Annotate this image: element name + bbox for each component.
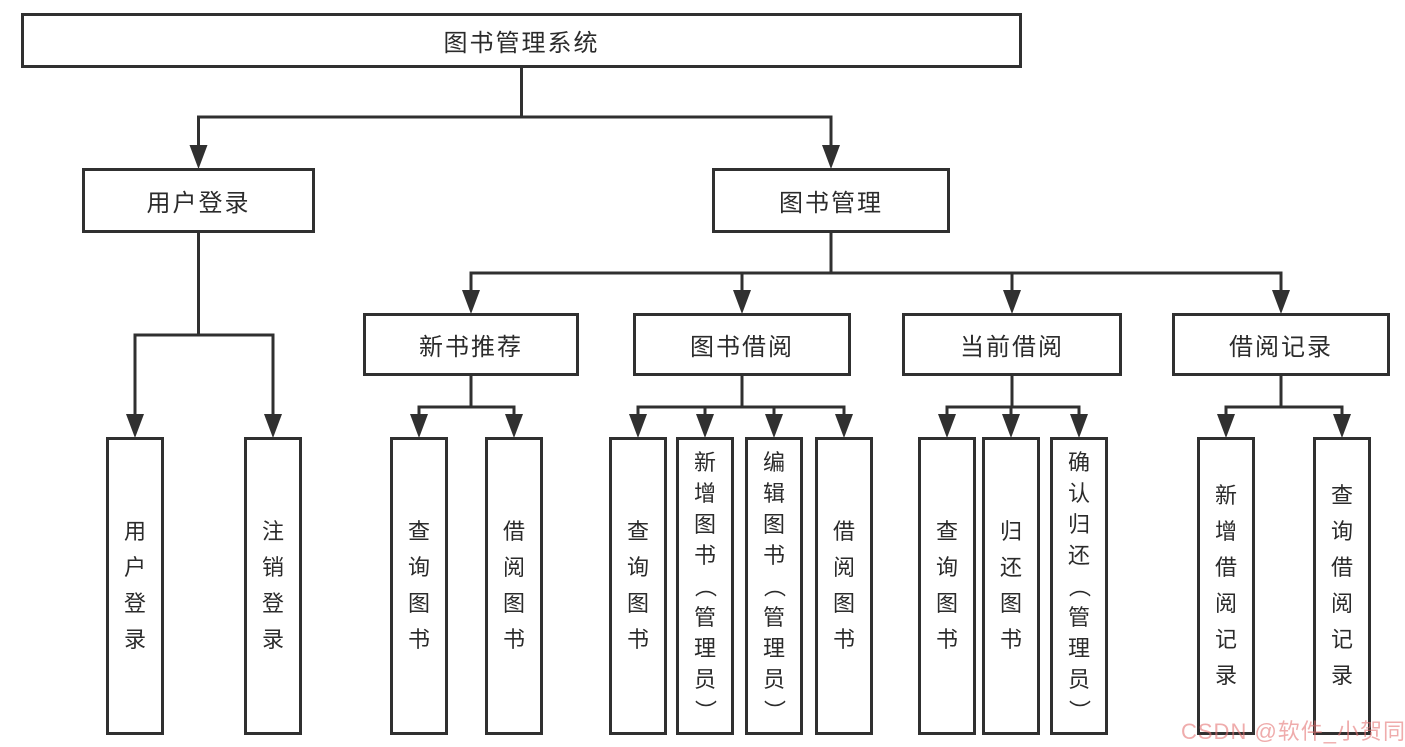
node-label: 新书推荐	[419, 334, 523, 361]
node-label: 注销登录	[261, 519, 284, 652]
node-leaf-query-books-current: 查询图书	[918, 437, 976, 735]
node-label: 新增图书（管理员）	[692, 449, 718, 722]
node-label: 借阅图书	[502, 519, 525, 652]
node-label: 查询借阅记录	[1330, 483, 1353, 688]
node-new-book-rec: 新书推荐	[363, 313, 579, 376]
node-leaf-add-book-admin: 新增图书（管理员）	[676, 437, 734, 735]
node-label: 图书管理	[779, 190, 883, 217]
node-leaf-query-borrow-record: 查询借阅记录	[1313, 437, 1371, 735]
node-label: 图书借阅	[690, 334, 794, 361]
node-label: 查询图书	[935, 519, 958, 652]
node-borrow-records: 借阅记录	[1172, 313, 1390, 376]
node-label: 用户登录	[146, 190, 251, 217]
node-label: 查询图书	[626, 519, 649, 652]
node-label: 借阅记录	[1229, 334, 1333, 361]
node-label: 用户登录	[123, 519, 146, 652]
node-leaf-return-book: 归还图书	[982, 437, 1040, 735]
watermark: CSDN @软件_小贺同学	[1181, 719, 1405, 744]
node-leaf-confirm-return: 确认归还（管理员）	[1050, 437, 1108, 735]
node-label: 编辑图书（管理员）	[761, 449, 787, 722]
node-label: 归还图书	[999, 519, 1022, 652]
node-label: 图书管理系统	[443, 30, 600, 57]
node-leaf-add-borrow-record: 新增借阅记录	[1197, 437, 1255, 735]
node-label: 当前借阅	[960, 334, 1064, 361]
node-leaf-logout: 注销登录	[244, 437, 302, 735]
node-leaf-query-books-rec: 查询图书	[390, 437, 448, 735]
node-current-borrow: 当前借阅	[902, 313, 1122, 376]
node-book-borrow: 图书借阅	[633, 313, 851, 376]
node-leaf-user-login: 用户登录	[106, 437, 164, 735]
node-label: 查询图书	[407, 519, 430, 652]
node-book-mgmt: 图书管理	[712, 168, 950, 233]
node-label: 确认归还（管理员）	[1066, 449, 1092, 722]
node-leaf-query-books-borrow: 查询图书	[609, 437, 667, 735]
node-root: 图书管理系统	[21, 13, 1022, 68]
node-leaf-borrow-books: 借阅图书	[815, 437, 873, 735]
node-user-login: 用户登录	[82, 168, 315, 233]
node-label: 借阅图书	[832, 519, 855, 652]
node-label: 新增借阅记录	[1214, 483, 1237, 688]
node-leaf-borrow-books-rec: 借阅图书	[485, 437, 543, 735]
node-leaf-edit-book-admin: 编辑图书（管理员）	[745, 437, 803, 735]
